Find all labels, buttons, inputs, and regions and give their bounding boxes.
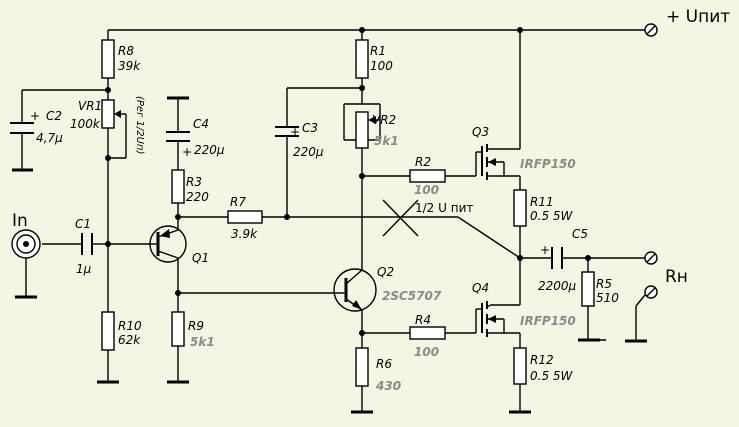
c2-capacitor (10, 122, 34, 134)
input-jack[interactable] (11, 229, 41, 259)
r4-resistor (409, 326, 446, 340)
c2-value: 4,7μ (36, 131, 63, 145)
wires (21, 29, 646, 412)
vr1-potentiometer (101, 99, 121, 129)
r3-ref: R3 (186, 175, 202, 189)
c5-value: 2200μ (538, 279, 577, 293)
supply-terminal[interactable] (644, 23, 658, 37)
r10-ref: R10 (118, 319, 142, 333)
r5-ref: R5 (596, 277, 612, 291)
r12-resistor (513, 347, 527, 385)
c3-plus-mark: + (290, 125, 300, 139)
vr1-note: (Рег 1/2Uп) (134, 96, 145, 154)
vr2-value: 5k1 (374, 134, 399, 148)
r11-resistor (513, 189, 527, 227)
input-label: In (12, 211, 28, 231)
r7-resistor (227, 210, 263, 224)
q3-value: IRFP150 (520, 157, 576, 171)
c5-plus-mark: + (540, 243, 550, 257)
r2-value: 100 (414, 183, 439, 197)
c3-capacitor (275, 126, 299, 137)
r3-resistor (171, 169, 185, 204)
r9-value: 5k1 (190, 335, 215, 349)
c4-capacitor (166, 131, 190, 142)
vr1-value: 100k (70, 117, 101, 131)
r5-resistor (581, 271, 595, 307)
q4-value: IRFP150 (520, 314, 576, 328)
q3-ref: Q3 (472, 125, 489, 139)
q4-ref: Q4 (472, 281, 489, 295)
r6-resistor (355, 347, 369, 387)
q1-ref: Q1 (192, 251, 209, 265)
r4-ref: R4 (415, 313, 431, 327)
r12-value: 0.5 5W (530, 369, 574, 383)
r2-resistor (409, 169, 446, 183)
c5-ref: C5 (572, 227, 588, 241)
r6-value: 430 (375, 379, 401, 393)
midpoint-label: 1/2 U пит (415, 201, 473, 215)
r8-resistor (101, 39, 115, 79)
r5-value: 510 (596, 291, 619, 305)
load-terminal-top[interactable] (644, 251, 658, 265)
r4-value: 100 (414, 345, 439, 359)
r7-value: 3.9k (231, 227, 258, 241)
r1-ref: R1 (370, 44, 386, 58)
q3-mosfet (475, 144, 505, 180)
r9-ref: R9 (188, 319, 204, 333)
r1-resistor (355, 39, 369, 79)
vr2-potentiometer (355, 111, 380, 149)
q2-transistor (333, 268, 377, 312)
c3-ref: C3 (302, 121, 318, 135)
q4-mosfet (475, 301, 505, 337)
q1-transistor (149, 225, 187, 263)
q2-ref: Q2 (377, 265, 394, 279)
c1-ref: C1 (75, 217, 91, 231)
c3-value: 220μ (293, 145, 324, 159)
c4-ref: C4 (193, 117, 209, 131)
r1-value: 100 (370, 59, 393, 73)
c2-ref: C2 (46, 109, 62, 123)
c2-plus-mark: + (30, 109, 40, 123)
ground-symbols (12, 96, 647, 414)
c4-plus-mark: + (182, 145, 192, 159)
r10-value: 62k (118, 333, 141, 347)
r11-value: 0.5 5W (530, 209, 574, 223)
c1-capacitor (81, 233, 93, 255)
vr2-ref: VR2 (372, 113, 396, 127)
r6-ref: R6 (376, 357, 392, 371)
q2-value: 2SC5707 (382, 289, 442, 303)
r3-value: 220 (186, 190, 209, 204)
c4-value: 220μ (194, 143, 225, 157)
r8-value: 39k (118, 59, 141, 73)
load-terminal-bottom[interactable] (644, 285, 658, 299)
r10-resistor (101, 311, 115, 351)
junction-dots (105, 27, 591, 336)
vr1-ref: VR1 (78, 99, 102, 113)
r12-ref: R12 (530, 353, 554, 367)
r11-ref: R11 (530, 195, 554, 209)
r8-ref: R8 (118, 44, 134, 58)
c1-value: 1μ (76, 262, 92, 276)
c5-capacitor (551, 247, 563, 269)
load-label: Rн (665, 267, 688, 287)
r2-ref: R2 (415, 155, 431, 169)
r7-ref: R7 (230, 195, 246, 209)
r9-resistor (171, 311, 185, 347)
supply-label: + Uпит (666, 7, 730, 27)
